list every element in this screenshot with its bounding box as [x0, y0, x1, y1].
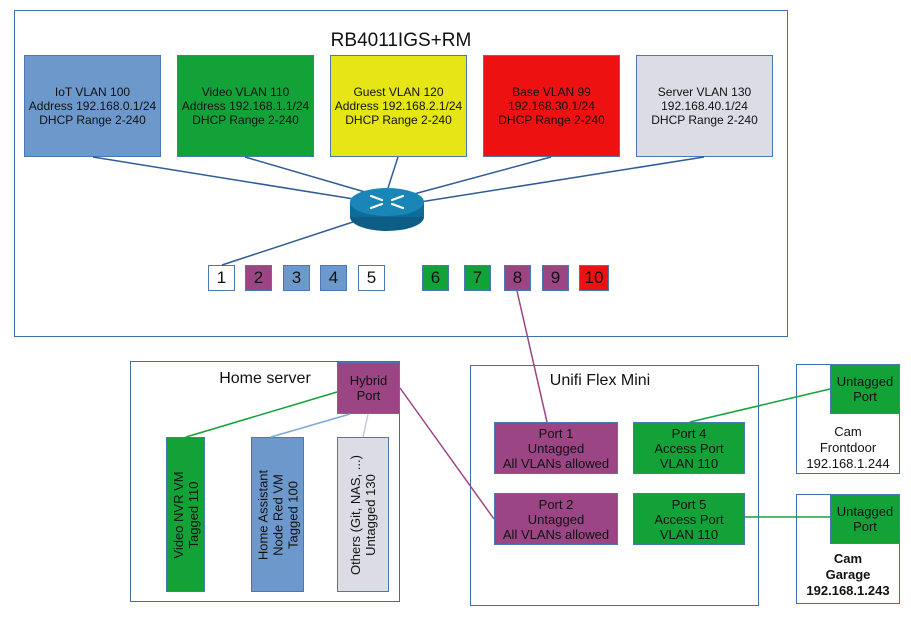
switch-port-5-vlan: VLAN 110	[659, 526, 719, 542]
cam-frontdoor-caption: Cam Frontdoor 192.168.1.244	[796, 424, 900, 472]
wire-hybrid-video-nvr	[185, 391, 338, 438]
router-port-7: 7	[464, 265, 491, 291]
vlan-video-address: Address 192.168.1.1/24	[181, 99, 310, 113]
cam-garage-port-label-2: Port	[853, 519, 877, 534]
wire-hybrid-others	[362, 413, 369, 438]
cam-frontdoor-port: Untagged Port	[830, 364, 900, 414]
vlan-iot-name: IoT VLAN 100	[54, 85, 131, 99]
switch-port-1-mode: Untagged	[527, 440, 585, 456]
wire-video-router	[244, 156, 366, 193]
switch-port-1-name: Port 1	[538, 425, 574, 441]
wire-base-router	[413, 156, 552, 195]
switch-port-2-vlans: All VLANs allowed	[502, 526, 610, 542]
router-port-3: 3	[283, 265, 310, 291]
switch-port-5-name: Port 5	[671, 496, 707, 512]
router-port-1: 1	[208, 265, 235, 291]
vlan-base-name: Base VLAN 99	[512, 85, 591, 99]
router-port-10: 10	[579, 265, 609, 291]
cam-frontdoor-port-label-2: Port	[853, 389, 877, 404]
vlan-server-dhcp: DHCP Range 2-240	[651, 113, 758, 127]
vm-video-nvr: Video NVR VM Tagged 110	[166, 437, 205, 592]
router-port-8: 8	[504, 265, 531, 291]
hybrid-port-box: Hybrid Port	[337, 362, 400, 414]
switch-port-2: Port 2 Untagged All VLANs allowed	[494, 493, 618, 545]
wire-hybrid-home-assistant	[270, 413, 351, 438]
router-port-9: 9	[542, 265, 569, 291]
cam-garage-location: Garage	[825, 567, 871, 582]
cam-garage-caption: Cam Garage 192.168.1.243	[796, 551, 900, 599]
router-icon	[350, 188, 424, 231]
router-port-2: 2	[245, 265, 272, 291]
cam-garage-port: Untagged Port	[830, 494, 900, 544]
vlan-guest-box: Guest VLAN 120 Address 192.168.2.1/24 DH…	[330, 55, 467, 157]
switch-frame	[470, 365, 759, 606]
switch-port-4-mode: Access Port	[654, 440, 724, 456]
vlan-base-address: 192.168.30.1/24	[508, 99, 595, 113]
vlan-iot-dhcp: DHCP Range 2-240	[39, 113, 146, 127]
vlan-video-dhcp: DHCP Range 2-240	[192, 113, 299, 127]
cam-frontdoor-location: Frontdoor	[819, 440, 877, 455]
router-port-5: 5	[358, 265, 385, 291]
vlan-server-box: Server VLAN 130 192.168.40.1/24 DHCP Ran…	[636, 55, 773, 157]
wire-iot-router	[92, 156, 361, 201]
wire-port8-switch-port1	[516, 290, 548, 423]
wire-guest-router	[387, 156, 399, 189]
wire-port4-cam-frontdoor	[689, 388, 831, 423]
switch-port-5-mode: Access Port	[654, 511, 724, 527]
router-port-4: 4	[320, 265, 347, 291]
vlan-iot-box: IoT VLAN 100 Address 192.168.0.1/24 DHCP…	[24, 55, 161, 157]
vlan-iot-address: Address 192.168.0.1/24	[28, 99, 157, 113]
switch-port-4: Port 4 Access Port VLAN 110	[633, 422, 745, 474]
vlan-base-dhcp: DHCP Range 2-240	[498, 113, 605, 127]
switch-port-4-name: Port 4	[671, 425, 707, 441]
vm-others: Others (Git, NAS, ...) Untagged 130	[337, 437, 389, 592]
switch-port-2-mode: Untagged	[527, 511, 585, 527]
switch-port-4-vlan: VLAN 110	[659, 455, 719, 471]
cam-garage-ip: 192.168.1.243	[806, 583, 890, 598]
cam-frontdoor-title: Cam	[834, 424, 862, 439]
wire-router-port-1	[221, 217, 366, 266]
hybrid-port-label-2: Port	[356, 388, 381, 403]
router-port-6: 6	[422, 265, 449, 291]
vlan-server-address: 192.168.40.1/24	[661, 99, 748, 113]
switch-port-1-vlans: All VLANs allowed	[502, 455, 610, 471]
cam-frontdoor-port-label-1: Untagged	[836, 374, 894, 389]
switch-port-2-name: Port 2	[538, 496, 574, 512]
vm-home-assistant: Home Assistant Node Red VM Tagged 100	[251, 437, 304, 592]
vlan-base-box: Base VLAN 99 192.168.30.1/24 DHCP Range …	[483, 55, 620, 157]
vlan-video-box: Video VLAN 110 Address 192.168.1.1/24 DH…	[177, 55, 314, 157]
switch-title: Unifi Flex Mini	[549, 372, 651, 389]
vlan-video-name: Video VLAN 110	[201, 85, 290, 99]
vlan-guest-address: Address 192.168.2.1/24	[334, 99, 463, 113]
switch-port-1: Port 1 Untagged All VLANs allowed	[494, 422, 618, 474]
vlan-guest-dhcp: DHCP Range 2-240	[345, 113, 452, 127]
hybrid-port-label-1: Hybrid	[349, 373, 388, 388]
vlan-guest-name: Guest VLAN 120	[353, 85, 444, 99]
cam-garage-port-label-1: Untagged	[836, 504, 894, 519]
vlan-server-name: Server VLAN 130	[657, 85, 752, 99]
wire-server-router	[419, 156, 705, 203]
router-title: RB4011IGS+RM	[330, 30, 472, 51]
switch-port-5: Port 5 Access Port VLAN 110	[633, 493, 745, 545]
cam-frontdoor-ip: 192.168.1.244	[806, 456, 890, 471]
cam-garage-title: Cam	[833, 551, 863, 566]
home-server-title: Home server	[219, 370, 311, 387]
wire-hybrid-switch-port2	[399, 387, 495, 520]
